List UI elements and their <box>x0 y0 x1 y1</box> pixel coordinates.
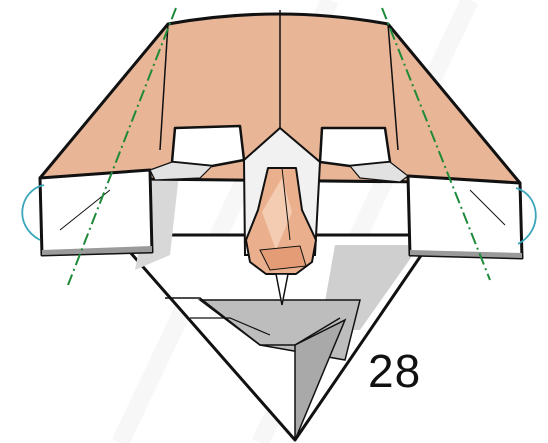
right-pleat <box>320 128 390 166</box>
left-pleat <box>172 126 244 166</box>
step-number: 28 <box>368 348 421 394</box>
left-flap <box>40 170 152 255</box>
